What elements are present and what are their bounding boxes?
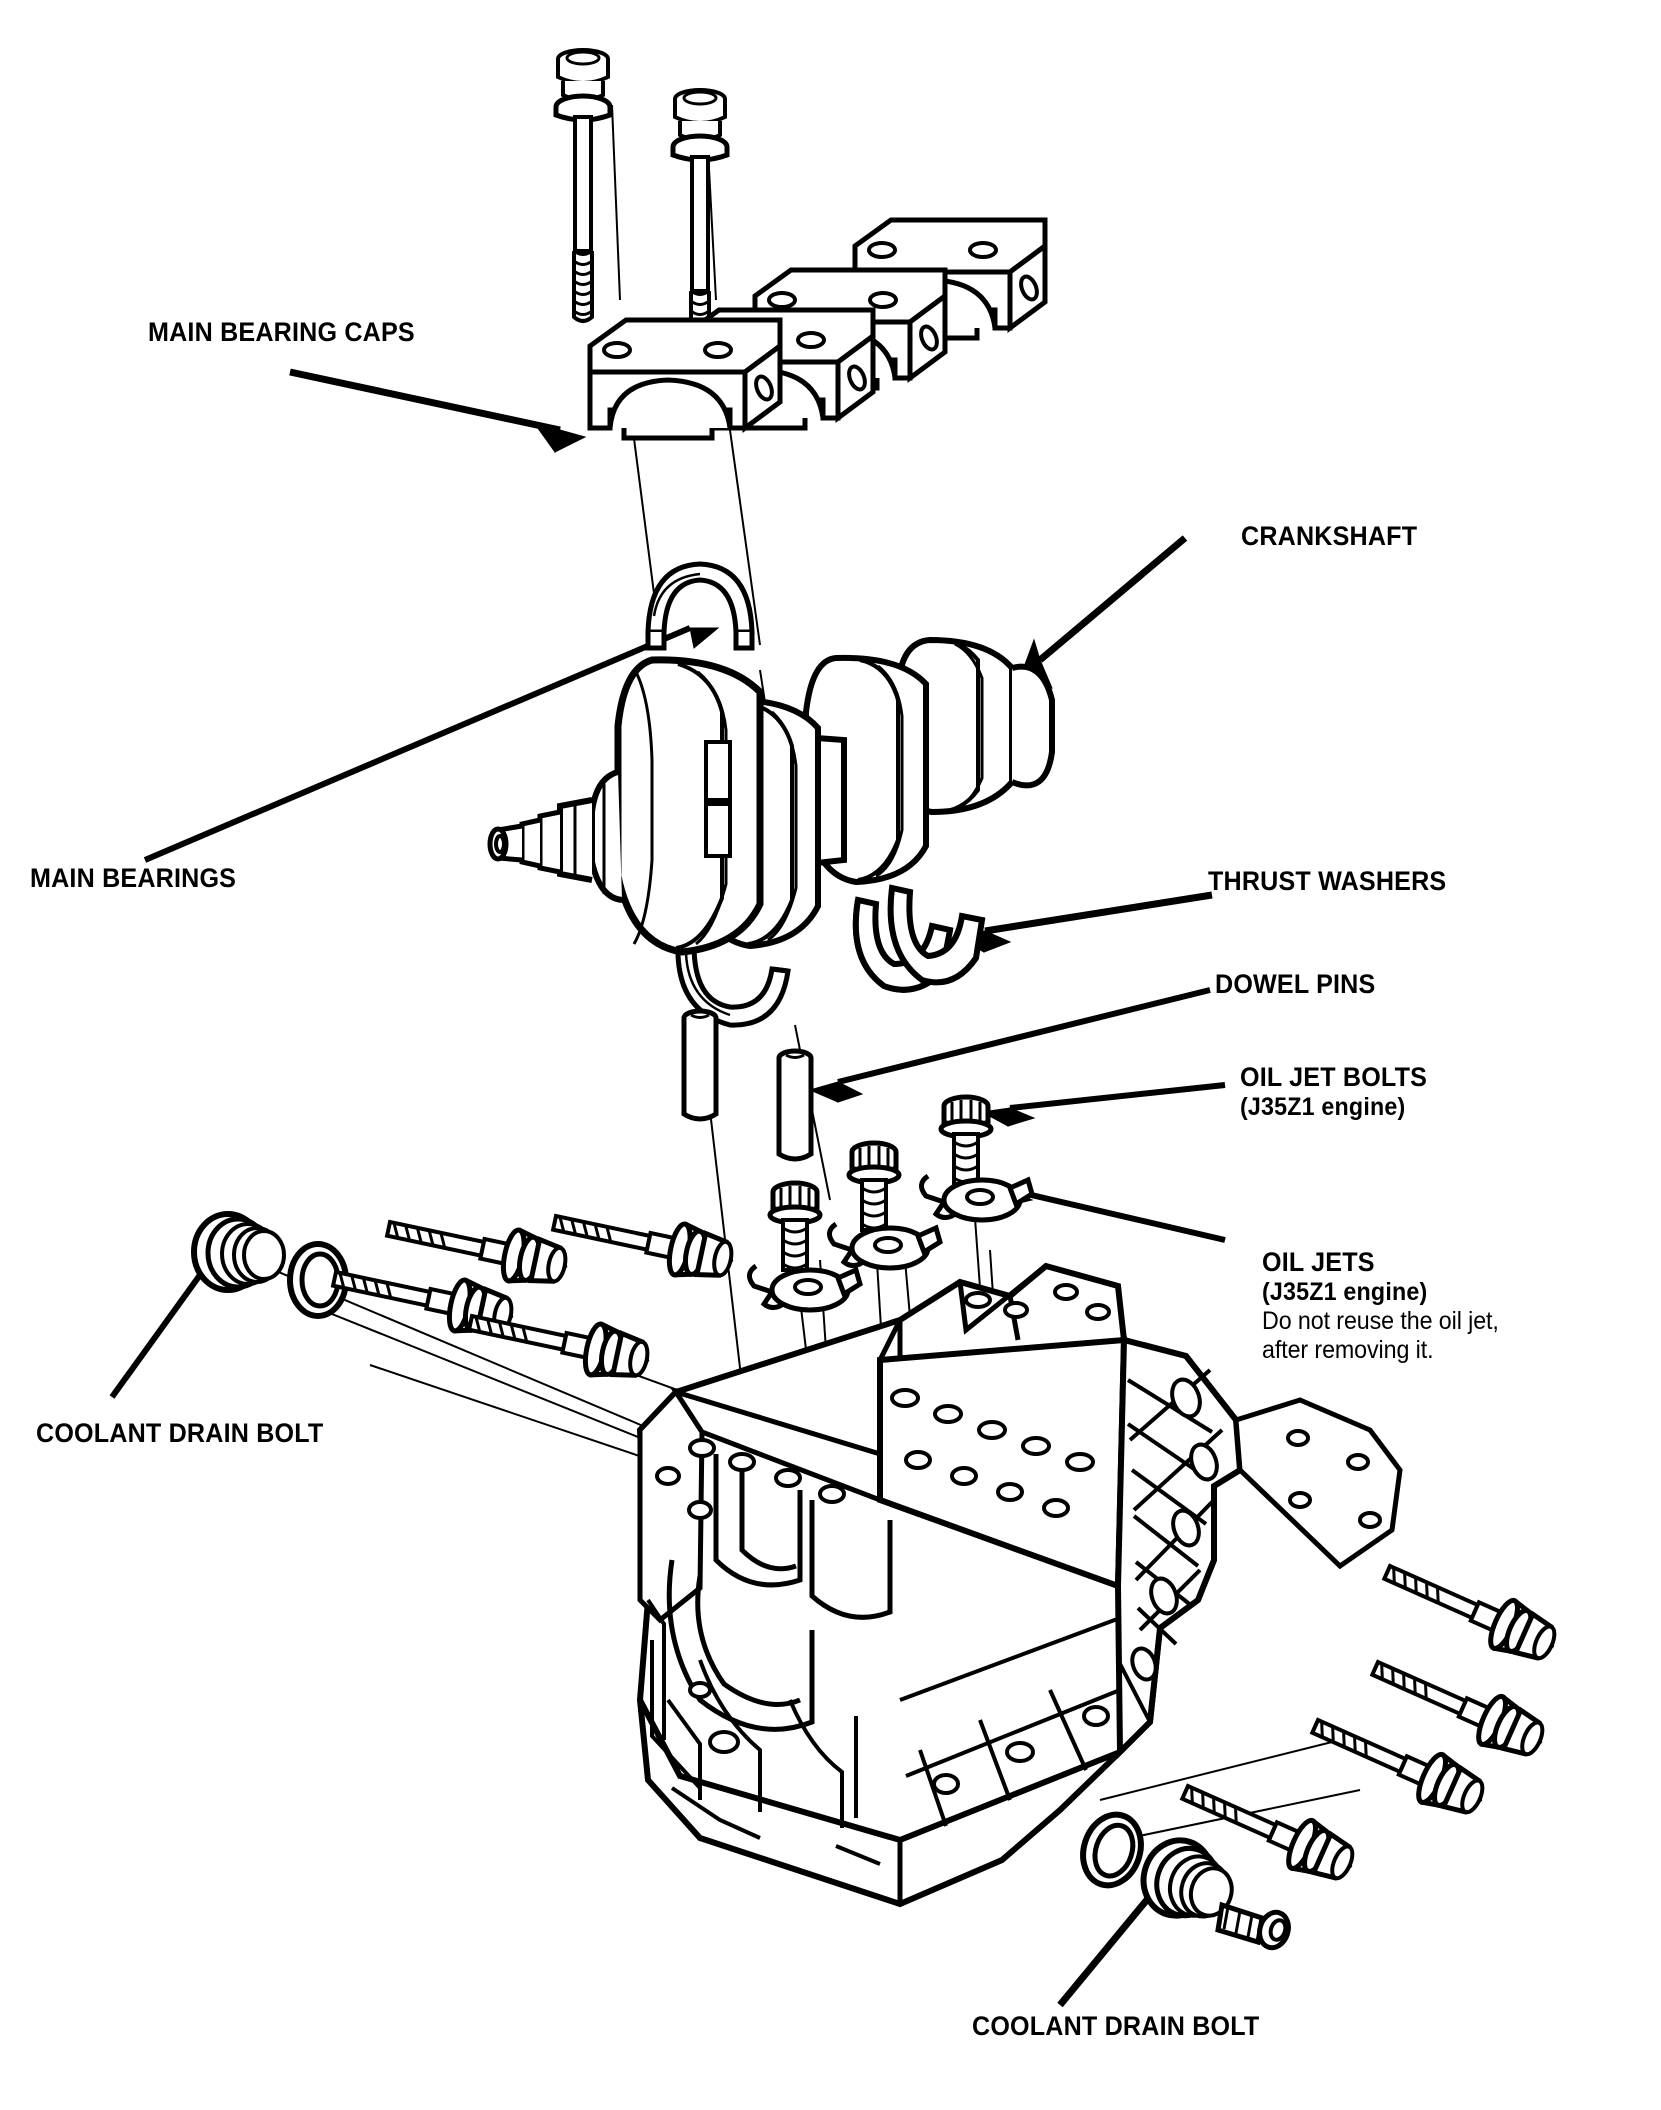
label-oil-jets-engine: (J35Z1 engine) [1262, 1278, 1428, 1307]
label-oil-jets-note-line-2: after removing it. [1262, 1336, 1434, 1365]
oil-jet-bolt-1 [770, 1183, 820, 1270]
label-coolant-drain-bolt-left: COOLANT DRAIN BOLT [36, 1418, 324, 1448]
callout-leader-lines [109, 368, 1226, 2008]
label-main-bearings: MAIN BEARINGS [30, 863, 237, 893]
block-bolt-left-3 [549, 1197, 736, 1285]
coolant-drain-bolt-left [194, 1214, 284, 1290]
engine-block [636, 1262, 1403, 1908]
label-oil-jets-note-line-1: Do not reuse the oil jet, [1262, 1307, 1499, 1336]
oil-jet-bolt-3 [941, 1097, 991, 1184]
main-bearing-cap-bolt-1 [556, 50, 610, 321]
block-bolt-right-1 [1377, 1549, 1563, 1670]
main-bearing-cap-1 [590, 320, 780, 438]
label-oil-jets: OIL JETS [1262, 1247, 1375, 1277]
oil-jet-bolt-2 [849, 1143, 899, 1230]
thrust-washer-2 [887, 884, 986, 986]
crankshaft [487, 636, 1055, 956]
block-bolt-left-1 [383, 1203, 570, 1291]
label-thrust-washers: THRUST WASHERS [1208, 866, 1447, 896]
label-crankshaft: CRANKSHAFT [1241, 521, 1418, 551]
label-oil-jet-bolts: OIL JET BOLTS [1240, 1062, 1428, 1092]
label-dowel-pins: DOWEL PINS [1215, 969, 1376, 999]
oil-jet-3 [921, 1176, 1032, 1220]
block-bolt-right-3 [1305, 1703, 1491, 1824]
label-oil-jet-bolts-group: OIL JET BOLTS (J35Z1 engine) [1240, 1062, 1441, 1122]
dowel-pin-1 [684, 1011, 716, 1119]
dowel-pin-2 [779, 1051, 811, 1159]
oil-jet-2 [829, 1224, 940, 1268]
block-bolt-right-2 [1365, 1645, 1551, 1766]
label-coolant-drain-bolt-bottom: COOLANT DRAIN BOLT [972, 2011, 1260, 2041]
label-oil-jets-group: OIL JETS (J35Z1 engine) Do not reuse the… [1262, 1247, 1517, 1365]
label-main-bearing-caps: MAIN BEARING CAPS [148, 317, 415, 347]
small-drain-screw [1215, 1901, 1291, 1951]
coolant-drain-washer-bottom [1074, 1807, 1150, 1893]
label-oil-jet-bolts-engine: (J35Z1 engine) [1240, 1093, 1406, 1122]
oil-jet-1 [749, 1266, 860, 1310]
